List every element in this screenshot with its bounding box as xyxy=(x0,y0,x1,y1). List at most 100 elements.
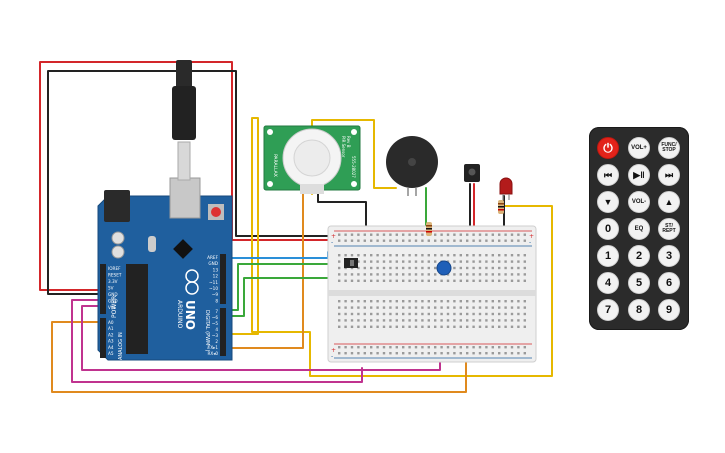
breadboard-hole[interactable] xyxy=(491,266,494,270)
breadboard-hole[interactable] xyxy=(376,279,379,282)
breadboard-hole[interactable] xyxy=(459,254,462,257)
breadboard-hole[interactable] xyxy=(517,306,520,309)
breadboard-hole[interactable] xyxy=(421,273,424,276)
breadboard-hole[interactable] xyxy=(408,312,411,316)
breadboard-hole[interactable] xyxy=(357,239,360,242)
breadboard-hole[interactable] xyxy=(504,266,507,270)
breadboard-hole[interactable] xyxy=(523,260,526,263)
breadboard-hole[interactable] xyxy=(472,266,475,270)
breadboard-hole[interactable] xyxy=(453,266,456,270)
red-led[interactable] xyxy=(499,177,513,200)
breadboard-hole[interactable] xyxy=(510,306,514,309)
breadboard-hole[interactable] xyxy=(434,300,437,303)
breadboard-hole[interactable] xyxy=(434,233,437,236)
breadboard-hole[interactable] xyxy=(344,319,347,322)
breadboard-hole[interactable] xyxy=(517,279,520,282)
breadboard-hole[interactable] xyxy=(350,312,354,316)
breadboard-hole[interactable] xyxy=(395,279,398,282)
breadboard-hole[interactable] xyxy=(338,300,341,303)
remote-button-6[interactable]: 6 xyxy=(658,272,680,294)
breadboard-hole[interactable] xyxy=(466,306,469,309)
breadboard-hole[interactable] xyxy=(446,325,450,328)
breadboard-hole[interactable] xyxy=(382,300,386,303)
breadboard-hole[interactable] xyxy=(485,233,488,236)
breadboard-hole[interactable] xyxy=(485,312,488,316)
breadboard-hole[interactable] xyxy=(427,312,430,316)
breadboard-hole[interactable] xyxy=(434,319,437,322)
breadboard-hole[interactable] xyxy=(434,312,437,316)
breadboard-hole[interactable] xyxy=(395,254,398,257)
breadboard-hole[interactable] xyxy=(446,312,450,316)
breadboard-hole[interactable] xyxy=(453,352,456,355)
breadboard-hole[interactable] xyxy=(472,300,475,303)
breadboard-hole[interactable] xyxy=(485,254,488,257)
breadboard-hole[interactable] xyxy=(402,279,405,282)
breadboard-hole[interactable] xyxy=(389,266,392,270)
breadboard-hole[interactable] xyxy=(472,319,475,322)
breadboard-hole[interactable] xyxy=(382,306,386,309)
breadboard-hole[interactable] xyxy=(459,260,462,263)
breadboard-hole[interactable] xyxy=(478,266,482,270)
breadboard-hole[interactable] xyxy=(459,306,462,309)
breadboard-hole[interactable] xyxy=(389,300,392,303)
breadboard-hole[interactable] xyxy=(421,300,424,303)
breadboard-hole[interactable] xyxy=(402,352,405,355)
breadboard-hole[interactable] xyxy=(478,260,482,263)
breadboard-hole[interactable] xyxy=(363,266,366,270)
breadboard-hole[interactable] xyxy=(338,325,341,328)
breadboard-hole[interactable] xyxy=(472,346,475,349)
breadboard-hole[interactable] xyxy=(350,273,354,276)
breadboard-hole[interactable] xyxy=(510,254,514,257)
breadboard-hole[interactable] xyxy=(350,279,354,282)
breadboard-hole[interactable] xyxy=(446,260,450,263)
slide-switch[interactable] xyxy=(344,258,358,268)
breadboard-hole[interactable] xyxy=(389,306,392,309)
breadboard-hole[interactable] xyxy=(478,273,482,276)
breadboard-hole[interactable] xyxy=(350,300,354,303)
breadboard-hole[interactable] xyxy=(357,260,360,263)
breadboard-hole[interactable] xyxy=(485,266,488,270)
breadboard-hole[interactable] xyxy=(408,260,411,263)
breadboard-hole[interactable] xyxy=(357,325,360,328)
breadboard-hole[interactable] xyxy=(478,346,482,349)
breadboard-hole[interactable] xyxy=(376,233,379,236)
breadboard-hole[interactable] xyxy=(478,319,482,322)
breadboard-hole[interactable] xyxy=(389,254,392,257)
breadboard-hole[interactable] xyxy=(338,312,341,316)
breadboard-hole[interactable] xyxy=(491,300,494,303)
breadboard-hole[interactable] xyxy=(363,346,366,349)
breadboard-hole[interactable] xyxy=(517,352,520,355)
breadboard-hole[interactable] xyxy=(427,306,430,309)
breadboard-hole[interactable] xyxy=(395,233,398,236)
breadboard-hole[interactable] xyxy=(446,346,450,349)
breadboard-hole[interactable] xyxy=(472,352,475,355)
breadboard-hole[interactable] xyxy=(491,273,494,276)
breadboard-hole[interactable] xyxy=(414,346,418,349)
breadboard-hole[interactable] xyxy=(414,239,418,242)
breadboard-hole[interactable] xyxy=(427,239,430,242)
remote-button-1[interactable]: 1 xyxy=(597,245,619,267)
breadboard-hole[interactable] xyxy=(517,300,520,303)
breadboard-hole[interactable] xyxy=(389,319,392,322)
breadboard-hole[interactable] xyxy=(491,306,494,309)
breadboard-hole[interactable] xyxy=(408,306,411,309)
breadboard-hole[interactable] xyxy=(414,306,418,309)
breadboard-hole[interactable] xyxy=(440,312,443,316)
breadboard-hole[interactable] xyxy=(344,233,347,236)
breadboard-hole[interactable] xyxy=(408,233,411,236)
breadboard-hole[interactable] xyxy=(446,352,450,355)
breadboard-hole[interactable] xyxy=(485,352,488,355)
breadboard-hole[interactable] xyxy=(344,239,347,242)
breadboard-hole[interactable] xyxy=(504,325,507,328)
breadboard-hole[interactable] xyxy=(427,266,430,270)
breadboard-hole[interactable] xyxy=(523,300,526,303)
breadboard-hole[interactable] xyxy=(491,312,494,316)
breadboard-hole[interactable] xyxy=(459,300,462,303)
breadboard-hole[interactable] xyxy=(523,306,526,309)
breadboard-hole[interactable] xyxy=(338,273,341,276)
breadboard-hole[interactable] xyxy=(434,239,437,242)
breadboard-hole[interactable] xyxy=(408,300,411,303)
breadboard-hole[interactable] xyxy=(517,346,520,349)
breadboard-hole[interactable] xyxy=(498,346,501,349)
breadboard-hole[interactable] xyxy=(427,273,430,276)
